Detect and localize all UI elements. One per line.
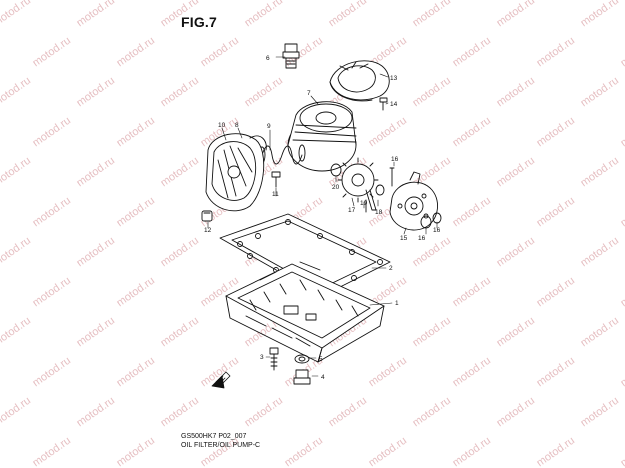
callout-part-11: 11 <box>272 191 279 198</box>
front-direction-arrow-icon <box>211 371 231 389</box>
callout-part-18: 17 <box>348 207 356 214</box>
pin-drawing <box>389 167 395 187</box>
callout-part-2: 2 <box>389 265 393 272</box>
callout-part-14: 14 <box>390 101 398 108</box>
leader-lines <box>207 56 438 377</box>
callout-part-4: 4 <box>321 374 325 381</box>
oil-filter-element-drawing <box>287 101 357 172</box>
drain-washer-drawing <box>294 354 310 364</box>
callout-part-1: 1 <box>395 300 399 307</box>
figure-footer: GS500HK7 P02_007 OIL FILTER/OIL PUMP-C <box>181 432 260 450</box>
callout-part-9: 9 <box>267 123 271 130</box>
washer-drawing <box>375 184 385 196</box>
callout-part-20: 19 <box>360 200 368 207</box>
callout-part-17: 16 <box>391 156 399 163</box>
figure-title: FIG.7 <box>181 14 218 30</box>
figure-code: GS500HK7 P02_007 <box>181 433 247 440</box>
cap-bolt-drawing <box>379 97 388 111</box>
figure-caption: OIL FILTER/OIL PUMP-C <box>181 442 261 449</box>
callout-part-13: 13 <box>390 75 398 82</box>
drain-plug-drawing <box>293 369 311 385</box>
callout-part-8: 8 <box>235 122 239 129</box>
callout-part-10: 10 <box>218 122 226 129</box>
callout-part-15: 15 <box>400 235 408 242</box>
callout-numbers: 6 7 13 14 10 8 9 11 12 20 17 19 16 18 15… <box>204 55 441 381</box>
oil-pressure-plug-drawing <box>282 43 300 69</box>
oil-pump-body-drawing <box>389 171 439 231</box>
callout-part-12: 12 <box>204 227 212 234</box>
plug-cap-drawing <box>201 210 213 222</box>
drain-bolt-drawing <box>269 347 279 371</box>
callout-part-6: 6 <box>266 55 270 62</box>
oil-pump-gear-drawing <box>337 157 379 211</box>
drain-bolt-small-drawing <box>271 171 281 188</box>
callout-part-5: 5 <box>319 356 323 363</box>
callout-part-16b: 16 <box>433 227 441 234</box>
callout-part-3: 3 <box>260 354 264 361</box>
oil-filter-cap-drawing <box>329 60 390 102</box>
callout-part-16a: 16 <box>418 235 426 242</box>
callout-part-19: 18 <box>375 209 383 216</box>
filter-cover-housing-drawing <box>205 133 267 212</box>
drain-washer-inner-drawing <box>298 356 306 362</box>
oil-pan-drawing <box>225 261 385 363</box>
callout-part-7: 7 <box>307 90 311 97</box>
callout-part-21: 20 <box>332 184 340 191</box>
